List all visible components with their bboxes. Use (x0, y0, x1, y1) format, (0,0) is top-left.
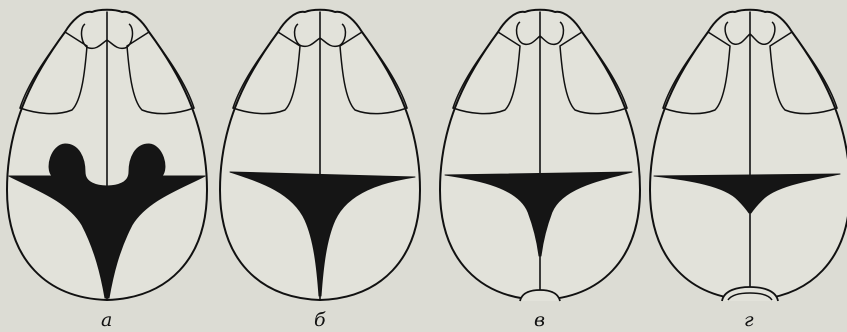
panel-label-b: б (314, 309, 326, 331)
skull-panel-g: г (650, 10, 847, 331)
skull-panel-a: а (7, 10, 207, 331)
panel-label-a: а (101, 309, 112, 331)
panel-label-g: г (744, 309, 754, 331)
skull-panel-v: в (440, 10, 640, 331)
skull-panel-b: б (220, 10, 420, 331)
panel-label-v: в (534, 309, 545, 331)
